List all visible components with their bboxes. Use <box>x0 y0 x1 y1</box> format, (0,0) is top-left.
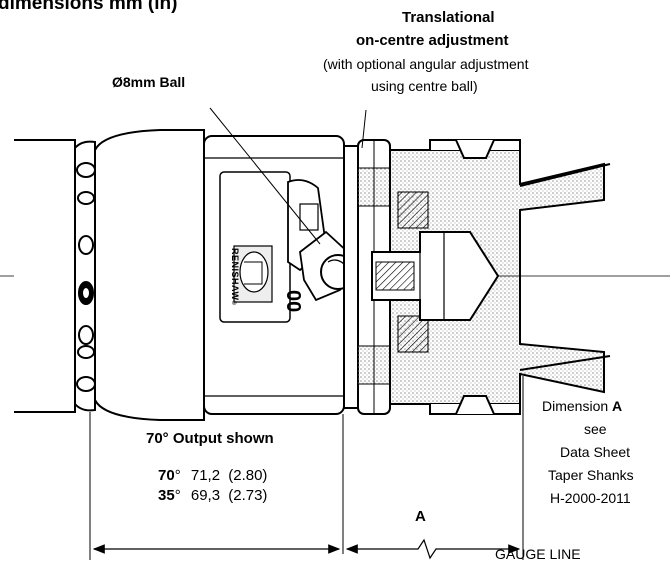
dimension-a-note-1: Dimension A <box>542 398 623 414</box>
dimension-70: 70° 71,2 (2.80) <box>158 467 268 484</box>
probe-neck <box>94 129 205 421</box>
dimension-35: 35° 69,3 (2.73) <box>158 487 268 504</box>
ball-label: Ø8mm Ball <box>112 74 186 90</box>
taper-top <box>519 163 611 187</box>
page-title: dimensions mm (in) <box>0 0 178 14</box>
output-shown-label: 70° Output shown <box>146 430 274 447</box>
optional-adjustment-label-2: using centre ball) <box>371 78 478 94</box>
dimension-a-label: A <box>415 508 426 525</box>
translational-label-1: Translational <box>402 9 495 26</box>
brand-logo: RENISHAW® <box>230 248 240 306</box>
dimension-a-note-3: Data Sheet <box>560 444 631 460</box>
translational-label-2: on-centre adjustment <box>356 32 509 49</box>
probe-head <box>203 135 345 415</box>
probe-digits: 00 <box>282 290 304 313</box>
dimension-a-line <box>345 538 521 560</box>
taper-bottom <box>519 355 611 371</box>
dimension-a-note-5: H-2000-2011 <box>550 490 631 506</box>
probe-body <box>14 139 76 413</box>
optional-adjustment-label-1: (with optional angular adjustment <box>323 56 529 72</box>
dimension-a-note-2: see <box>584 421 607 437</box>
gauge-line-label: GAUGE LINE <box>495 546 581 562</box>
dimension-a-note-4: Taper Shanks <box>548 467 634 483</box>
shank-section <box>371 139 605 415</box>
knurled-ring <box>74 140 96 412</box>
